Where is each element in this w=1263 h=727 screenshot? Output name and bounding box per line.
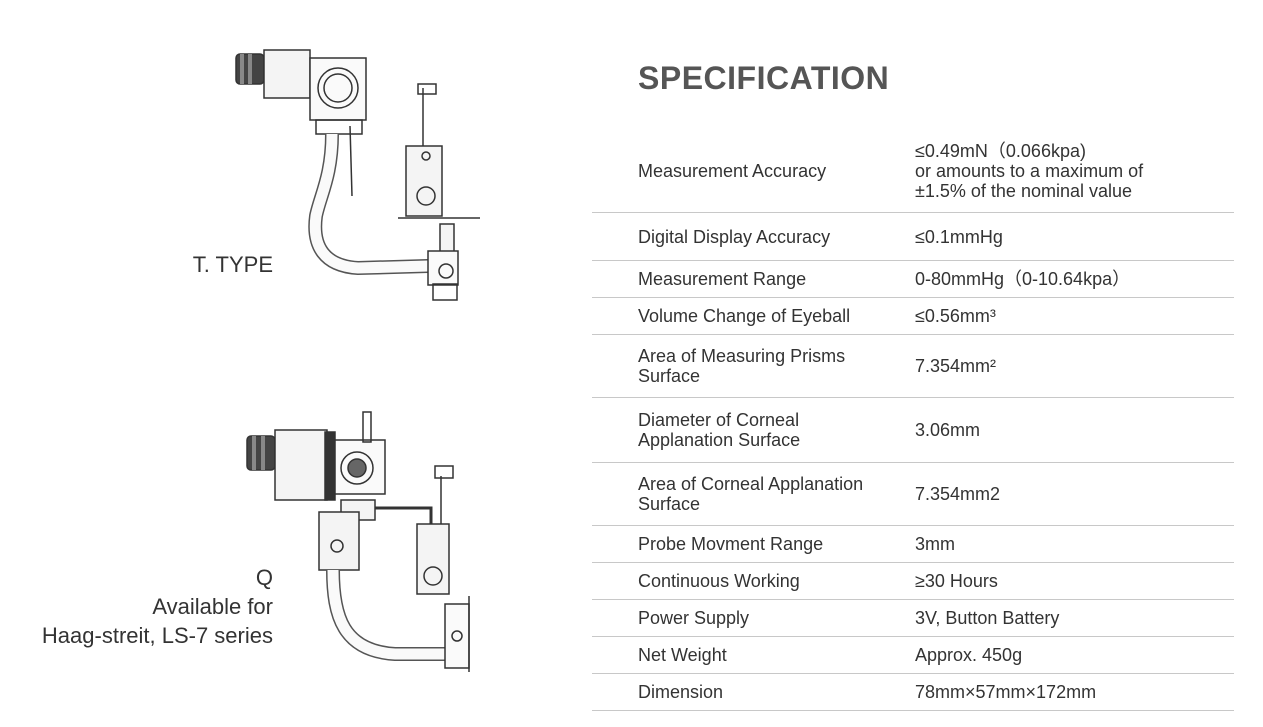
spec-name: Area of Corneal Applanation Surface	[638, 474, 864, 514]
spec-name: Digital Display Accuracy	[638, 226, 831, 247]
spec-value: 7.354mm²	[915, 356, 997, 376]
spec-name: Probe Movment Range	[638, 534, 824, 554]
spec-value: ≤0.56mm³	[915, 306, 996, 326]
spec-name: Diameter of Corneal Applanation Surface	[638, 410, 801, 450]
spec-value: 0-80mmHg（0-10.64kpa）	[915, 269, 1131, 289]
t-type-label: T. TYPE	[192, 252, 273, 277]
spec-value: Approx. 450g	[915, 645, 1023, 665]
specification-table: Measurement Accuracy ≤0.49mN（0.066kpa)or …	[592, 130, 1234, 711]
spec-value: 3.06mm	[915, 420, 981, 440]
q-type-compatibility-line-2: Haag-streit, LS-7 series	[41, 623, 273, 648]
spec-row: Diameter of Corneal Applanation Surface 3…	[592, 398, 1234, 463]
spec-row: Probe Movment Range 3mm	[592, 526, 1234, 563]
spec-value: ≥30 Hours	[915, 571, 998, 591]
q-type-name: Q	[255, 565, 273, 590]
spec-name: Volume Change of Eyeball	[638, 306, 851, 326]
q-type-label: Q Available for Haag-streit, LS-7 series	[42, 563, 273, 650]
spec-row: Area of Measuring Prisms Surface 7.354mm²	[592, 335, 1234, 398]
spec-value: 3V, Button Battery	[915, 608, 1060, 628]
spec-row: Area of Corneal Applanation Surface 7.354…	[592, 463, 1234, 526]
spec-value: ≤0.49mN（0.066kpa)or amounts to a maximum…	[915, 141, 1144, 201]
spec-row: Measurement Accuracy ≤0.49mN（0.066kpa)or …	[592, 130, 1234, 213]
spec-value: ≤0.1mmHg	[915, 226, 1003, 247]
spec-name: Continuous Working	[638, 571, 800, 591]
q-type-device-illustration	[245, 406, 485, 676]
spec-row: Measurement Range 0-80mmHg（0-10.64kpa）	[592, 261, 1234, 298]
spec-row: Net Weight Approx. 450g	[592, 637, 1234, 674]
spec-value: 78mm×57mm×172mm	[915, 682, 1097, 702]
spec-row: Dimension 78mm×57mm×172mm	[592, 674, 1234, 711]
spec-name: Power Supply	[638, 608, 750, 628]
t-type-device-illustration	[228, 46, 488, 306]
spec-name: Measurement Accuracy	[638, 161, 827, 181]
spec-row: Volume Change of Eyeball ≤0.56mm³	[592, 298, 1234, 335]
spec-value: 3mm	[915, 534, 955, 554]
spec-name: Measurement Range	[638, 269, 807, 289]
spec-name: Dimension	[638, 682, 724, 702]
specification-title: SPECIFICATION	[638, 60, 890, 96]
spec-name: Net Weight	[638, 645, 727, 665]
spec-row: Power Supply 3V, Button Battery	[592, 600, 1234, 637]
spec-row: Digital Display Accuracy ≤0.1mmHg	[592, 213, 1234, 261]
spec-value: 7.354mm2	[915, 484, 1001, 504]
spec-row: Continuous Working ≥30 Hours	[592, 563, 1234, 600]
q-type-compatibility-line-1: Available for	[152, 594, 273, 619]
spec-name: Area of Measuring Prisms Surface	[638, 346, 846, 386]
